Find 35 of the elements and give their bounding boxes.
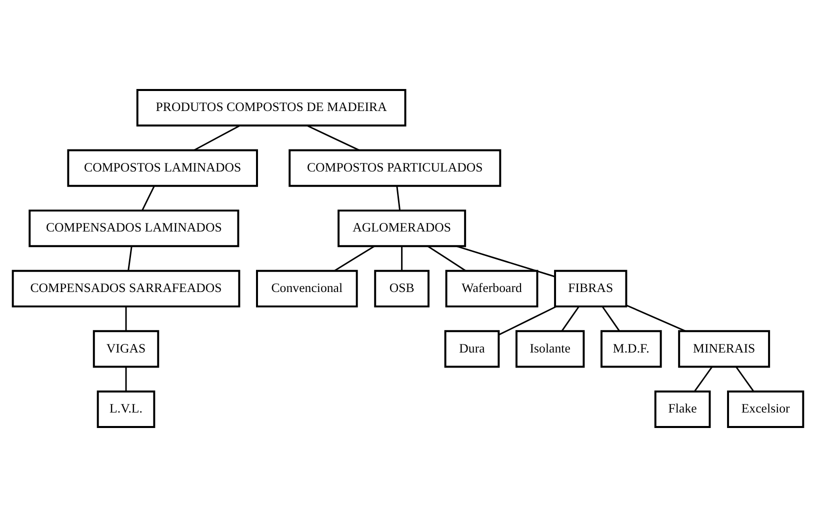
node-box: VIGAS <box>92 330 160 368</box>
connector <box>128 246 132 271</box>
node-box: L.V.L. <box>96 390 156 428</box>
connector <box>694 366 713 392</box>
node-box: AGLOMERADOS <box>338 210 466 248</box>
connector <box>306 124 360 151</box>
connector <box>456 246 556 278</box>
connector <box>142 186 155 211</box>
node-box: COMPENSADOS LAMINADOS <box>28 210 240 248</box>
node-box: COMPOSTOS LAMINADOS <box>67 149 258 187</box>
connector <box>334 246 375 272</box>
connector <box>561 306 580 332</box>
node-box: Waferboard <box>445 270 538 308</box>
node-box: Convencional <box>256 270 358 308</box>
node-box: PRODUTOS COMPOSTOS DE MADEIRA <box>136 88 406 127</box>
node-box: Isolante <box>516 330 585 368</box>
connector <box>125 306 127 331</box>
connector <box>626 304 686 332</box>
connector <box>125 366 127 392</box>
connector <box>401 246 403 271</box>
node-box: COMPOSTOS PARTICULADOS <box>288 149 502 187</box>
node-box: Flake <box>654 390 711 428</box>
node-box: Excelsior <box>727 390 804 428</box>
node-box: OSB <box>374 270 430 308</box>
node-box: MINERAIS <box>678 330 770 368</box>
connector <box>602 306 620 332</box>
connector <box>396 186 401 210</box>
connector <box>194 124 240 151</box>
connector <box>498 306 557 336</box>
node-box: Dura <box>444 330 500 368</box>
connector <box>427 246 466 272</box>
node-box: FIBRAS <box>554 270 628 308</box>
connector <box>736 366 754 392</box>
node-box: COMPENSADOS SARRAFEADOS <box>12 270 240 308</box>
node-box: M.D.F. <box>600 330 662 368</box>
